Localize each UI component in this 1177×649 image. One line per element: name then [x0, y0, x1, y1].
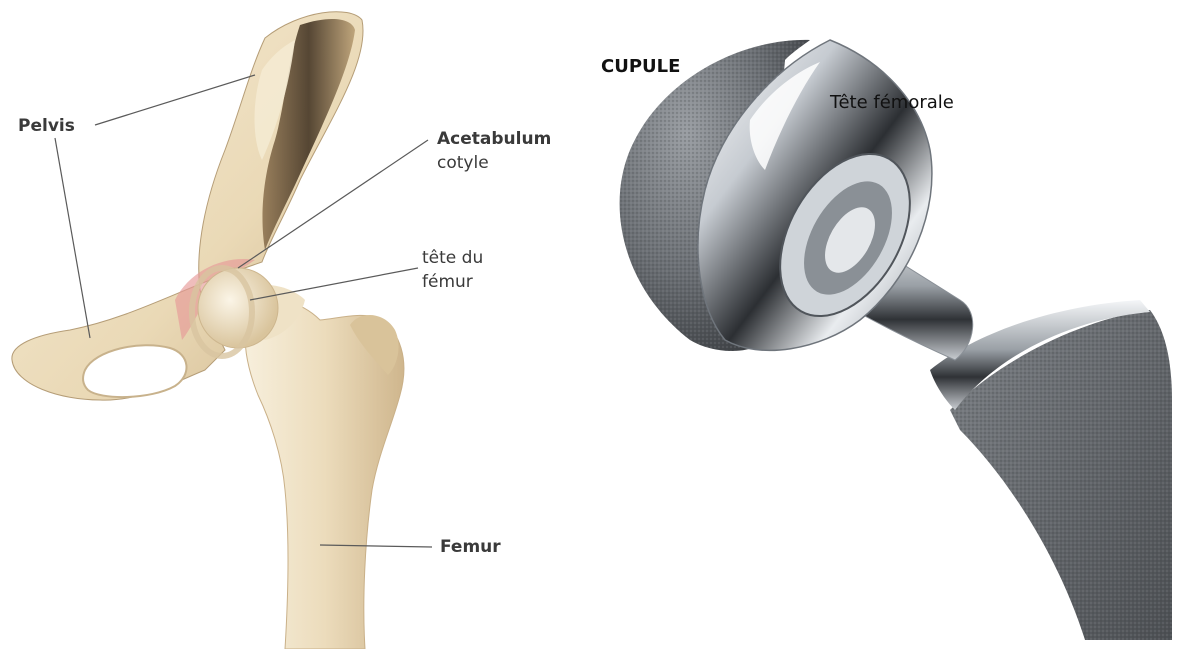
label-tete-du: tête du	[422, 247, 483, 269]
label-cupule: CUPULE	[601, 56, 680, 78]
femoral-head-leader	[250, 268, 418, 300]
label-femur: Femur	[440, 536, 501, 558]
label-femur-fr: fémur	[422, 271, 473, 293]
pelvis-leader-upper	[95, 75, 255, 125]
label-acetabulum: Acetabulum	[437, 128, 551, 150]
label-pelvis: Pelvis	[18, 115, 75, 137]
prosthesis-illustration	[620, 40, 1172, 640]
label-tete-femorale: Tête fémorale	[830, 92, 954, 114]
label-cotyle: cotyle	[437, 152, 489, 174]
pelvis-leader-lower	[55, 138, 90, 338]
femoral-head	[198, 268, 278, 348]
anatomy-illustration	[12, 12, 432, 649]
